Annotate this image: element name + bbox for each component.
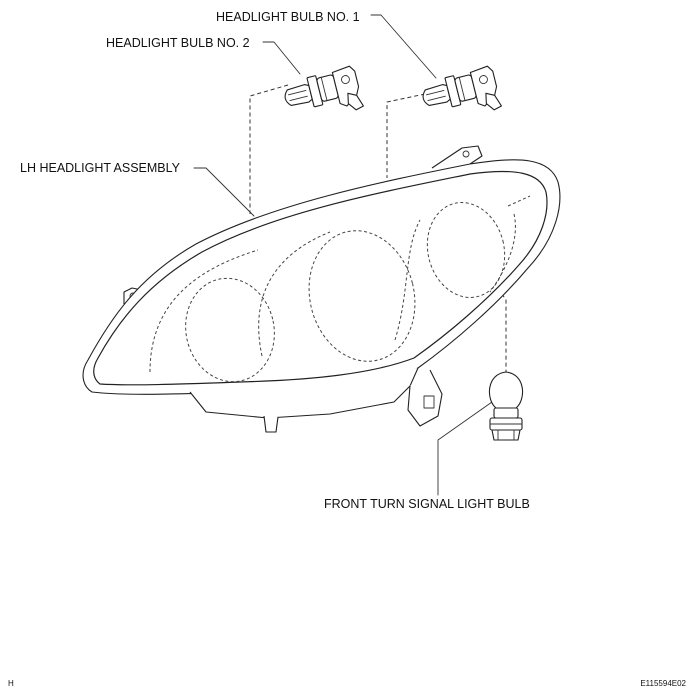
top-mounting-tab <box>431 145 483 169</box>
headlight-bulb-no-1 <box>422 65 502 111</box>
label-front-turn-signal-light-bulb: FRONT TURN SIGNAL LIGHT BULB <box>324 497 530 511</box>
leader-bulb2 <box>262 41 301 75</box>
front-turn-signal-light-bulb <box>488 371 524 441</box>
install-line-turn-signal <box>497 287 507 372</box>
install-line-bulb1 <box>386 93 426 178</box>
reflector-high-beam <box>308 230 416 362</box>
reflector-turn-signal <box>426 202 506 298</box>
footer-left-code: H <box>8 679 14 688</box>
lower-bracket <box>407 369 443 427</box>
reflector-low-beam <box>185 277 275 383</box>
leader-turn-signal <box>437 401 493 496</box>
leader-bulb1 <box>370 14 437 79</box>
installation-lines <box>249 84 507 372</box>
leader-assembly <box>193 167 255 217</box>
housing-outline <box>82 159 561 395</box>
label-headlight-bulb-no-2: HEADLIGHT BULB NO. 2 <box>106 36 250 50</box>
bottom-clip <box>263 415 279 433</box>
headlight-bulb-no-2 <box>284 65 364 111</box>
lens-inner-edge <box>93 170 548 386</box>
footer-figure-code: E115594E02 <box>640 679 686 688</box>
lh-headlight-assembly <box>82 145 561 433</box>
label-lh-headlight-assembly: LH HEADLIGHT ASSEMBLY <box>20 161 181 175</box>
leader-lines <box>193 14 493 496</box>
install-line-bulb2 <box>249 84 289 214</box>
label-headlight-bulb-no-1: HEADLIGHT BULB NO. 1 <box>216 10 360 24</box>
